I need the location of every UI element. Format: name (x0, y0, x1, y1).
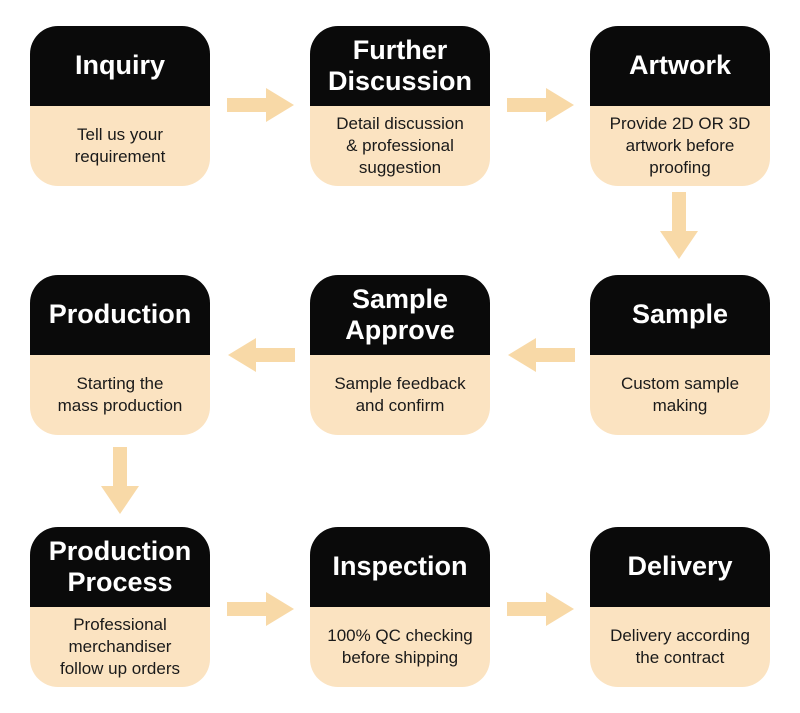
arrow-left-icon (228, 338, 295, 372)
step-title: Artwork (590, 26, 770, 106)
arrow-right-icon (227, 88, 294, 122)
flow-arrow-artwork-to-sample (659, 192, 699, 260)
flow-arrow-production-process-to-inspection (227, 592, 295, 626)
step-description: Delivery according the contract (590, 607, 770, 687)
step-title: Sample Approve (310, 275, 490, 355)
step-card-production: Production Starting the mass production (30, 275, 210, 435)
arrow-right-icon (227, 592, 294, 626)
step-title: Inspection (310, 527, 490, 607)
step-title: Production Process (30, 527, 210, 607)
step-title: Delivery (590, 527, 770, 607)
step-card-artwork: Artwork Provide 2D OR 3D artwork before … (590, 26, 770, 186)
step-card-sample-approve: Sample Approve Sample feedback and confi… (310, 275, 490, 435)
flow-arrow-sample-approve-to-production (227, 338, 295, 372)
step-description: Tell us your requirement (30, 106, 210, 186)
arrow-down-icon (101, 447, 139, 514)
step-description: Custom sample making (590, 355, 770, 435)
step-card-inquiry: Inquiry Tell us your requirement (30, 26, 210, 186)
step-card-production-process: Production Process Professional merchand… (30, 527, 210, 687)
step-description: Detail discussion & professional suggest… (310, 106, 490, 186)
step-card-sample: Sample Custom sample making (590, 275, 770, 435)
arrow-left-icon (508, 338, 575, 372)
step-card-inspection: Inspection 100% QC checking before shipp… (310, 527, 490, 687)
step-title: Production (30, 275, 210, 355)
step-description: 100% QC checking before shipping (310, 607, 490, 687)
flow-arrow-production-to-production-process (100, 447, 140, 515)
step-title: Inquiry (30, 26, 210, 106)
arrow-down-icon (660, 192, 698, 259)
step-description: Starting the mass production (30, 355, 210, 435)
step-description: Provide 2D OR 3D artwork before proofing (590, 106, 770, 186)
step-title: Further Discussion (310, 26, 490, 106)
step-description: Sample feedback and confirm (310, 355, 490, 435)
step-title: Sample (590, 275, 770, 355)
flow-arrow-inquiry-to-further-discussion (227, 88, 295, 122)
flow-arrow-inspection-to-delivery (507, 592, 575, 626)
flow-arrow-sample-to-sample-approve (507, 338, 575, 372)
step-card-further-discussion: Further Discussion Detail discussion & p… (310, 26, 490, 186)
arrow-right-icon (507, 88, 574, 122)
arrow-right-icon (507, 592, 574, 626)
step-card-delivery: Delivery Delivery according the contract (590, 527, 770, 687)
step-description: Professional merchandiser follow up orde… (30, 607, 210, 687)
flow-arrow-further-discussion-to-artwork (507, 88, 575, 122)
